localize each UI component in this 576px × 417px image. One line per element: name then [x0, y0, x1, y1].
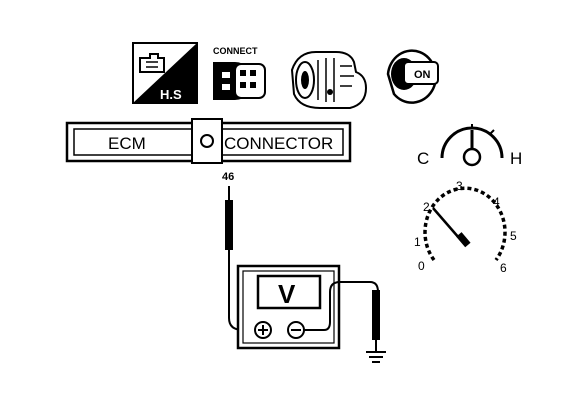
ignition-key-on-icon: ON [386, 49, 439, 104]
tach-scale-4: 4 [493, 195, 500, 209]
ecm-connector: ECM CONNECTOR [65, 118, 352, 164]
negative-lead [304, 281, 380, 352]
cold-label: C [417, 149, 429, 168]
connector-label: CONNECTOR [224, 134, 333, 153]
tach-scale-6: 6 [500, 261, 507, 275]
temperature-gauge: C H [417, 124, 522, 168]
engine-icon [290, 51, 368, 109]
ground-icon [366, 351, 386, 363]
ecm-label: ECM [108, 134, 146, 153]
tach-scale-1: 1 [414, 235, 421, 249]
tach-scale-0: 0 [418, 259, 425, 273]
voltmeter-display: V [278, 279, 296, 309]
connect-label: CONNECT [213, 46, 258, 56]
voltmeter: V [236, 264, 341, 350]
tachometer: 0 1 2 3 4 5 6 [414, 179, 517, 275]
pin-number-label: 46 [222, 171, 234, 183]
tach-scale-5: 5 [510, 229, 517, 243]
tach-scale-3: 3 [456, 179, 463, 193]
hs-label: H.S [160, 87, 182, 102]
hot-engine-icon: H.S [132, 42, 198, 104]
key-on-label: ON [414, 69, 431, 81]
connector-connect-icon: CONNECT [213, 46, 266, 100]
tach-scale-2: 2 [423, 200, 430, 214]
hot-label: H [510, 149, 522, 168]
